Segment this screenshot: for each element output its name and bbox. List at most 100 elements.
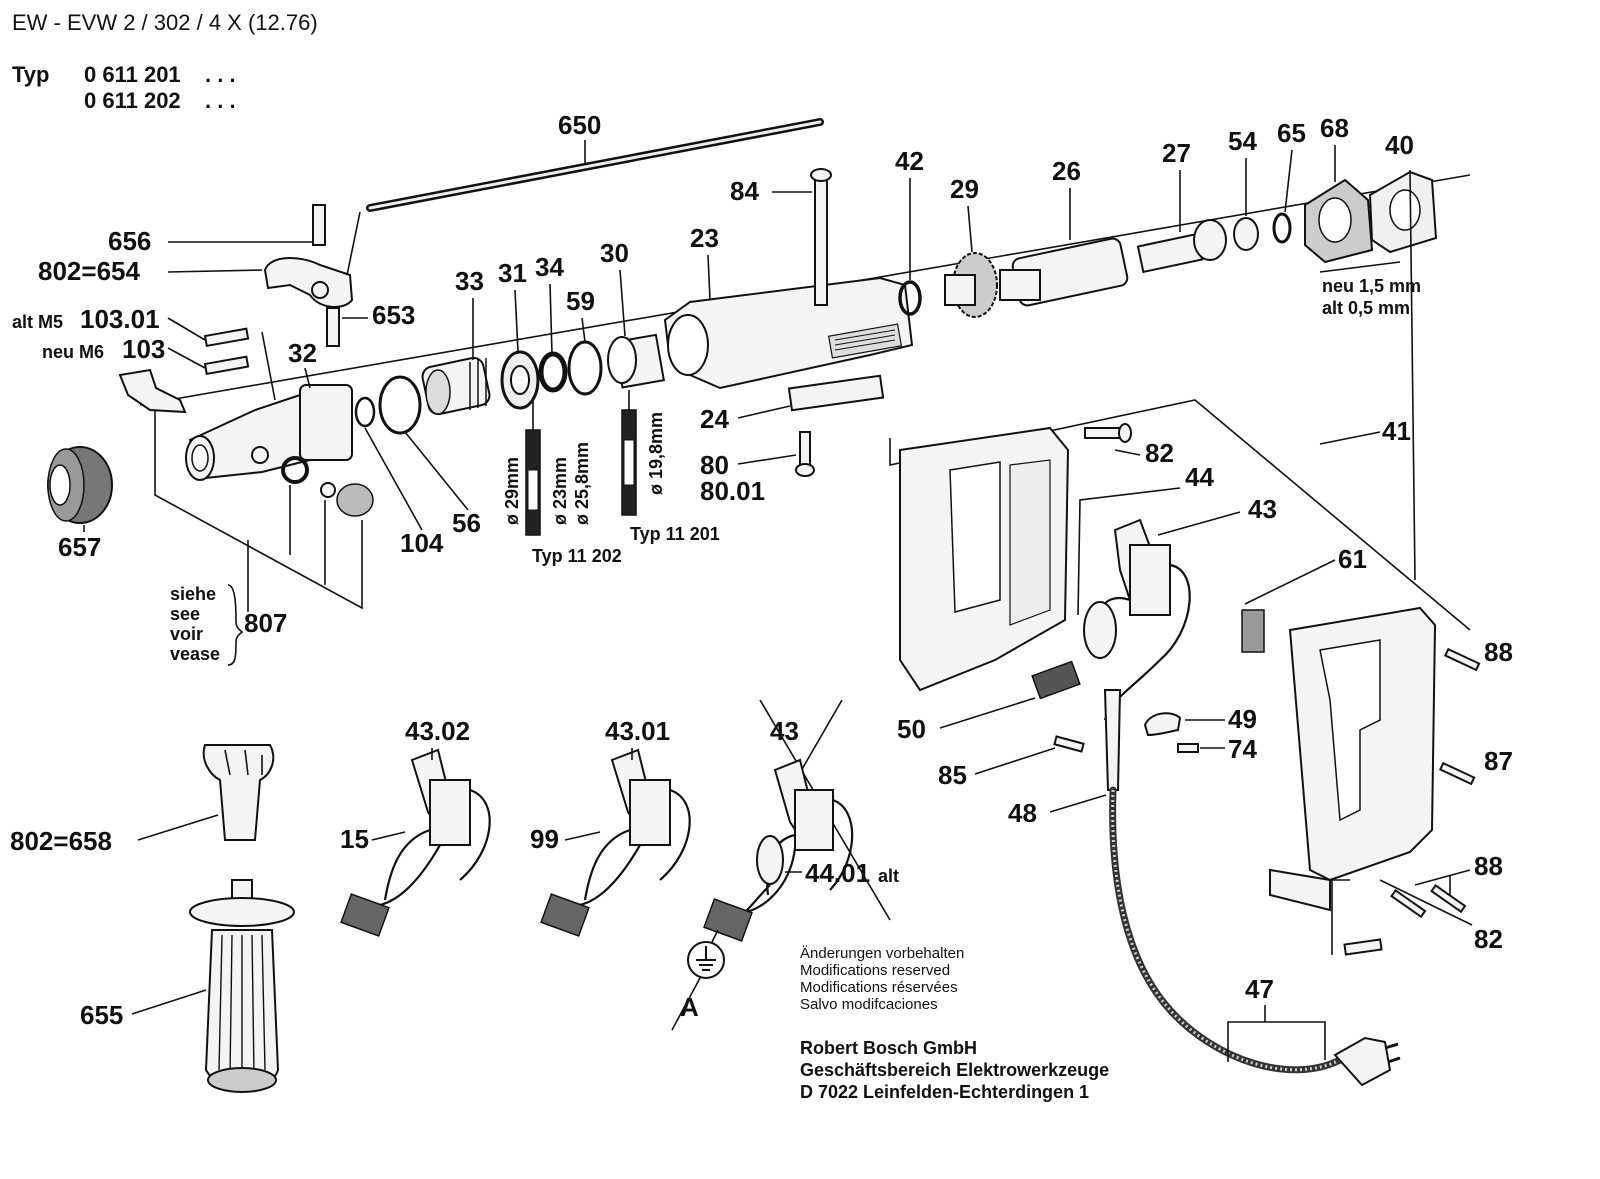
see-note-es: vease [170,644,220,664]
callout-103: 103 [122,334,165,364]
callout-15: 15 [340,824,369,854]
depth-stop-clamp [263,204,354,347]
ring-59 [567,340,603,396]
modifications-de: Änderungen vorbehalten [800,945,964,962]
company-name: Robert Bosch GmbH [800,1038,977,1058]
callout-59: 59 [566,286,595,316]
see-note-brace [227,584,244,666]
callout-802-654: 802=654 [38,256,140,286]
plate-40 [1368,170,1438,254]
callout-43-01: 43.01 [605,716,670,746]
leader-658 [137,814,219,841]
callout-43-02: 43.02 [405,716,470,746]
dim-19-8: ø 19,8mm [646,412,666,495]
callout-54: 54 [1228,126,1257,156]
bearing-27 [1136,219,1227,274]
callout-103-01: 103.01 [80,304,160,334]
modifications-fr: Modifications réservées [800,979,958,996]
callout-30: 30 [600,238,629,268]
callout-85: 85 [938,760,967,790]
leader-31 [514,289,519,353]
seal-parts-807 [154,410,374,612]
callout-65: 65 [1277,118,1306,148]
callout-34: 34 [535,252,564,282]
ground-symbol-icon [671,929,725,1031]
modifications-es: Salvo modifcaciones [800,996,938,1013]
gasket-68 [1304,178,1374,264]
callout-56: 56 [452,508,481,538]
callout-43: 43 [1248,494,1277,524]
leader-654 [167,269,263,273]
leader-82-top [1114,449,1141,456]
screws-88-bottom [1390,869,1471,919]
callout-656: 656 [108,226,151,256]
label-alt-m5: alt M5 [12,312,63,332]
see-note-de: siehe [170,584,216,604]
tool-holder-shank [118,368,187,414]
leader-655 [131,989,207,1015]
leader-80 [737,454,797,465]
leader-103 [167,347,206,369]
ring-104 [354,396,376,428]
plug-47 [1333,1036,1401,1087]
dim-23: ø 23mm [550,457,570,525]
clutch-33 [421,356,491,416]
leader-48 [1049,794,1107,813]
ring-34 [538,351,568,393]
screw-82-top [1084,423,1132,443]
handle-half-61 [1241,606,1437,912]
callout-43-variant: 43 [770,716,799,746]
side-handle-bracket-658 [202,744,275,841]
ring-42 [898,280,922,316]
leader-103-01 [167,317,206,341]
leader-99 [564,831,601,841]
label-44-01-alt: alt [878,866,899,886]
callout-82-top: 82 [1145,438,1174,468]
callout-33: 33 [455,266,484,296]
switch-43 [1083,518,1191,721]
leader-59 [581,317,586,343]
screws-103 [203,327,276,401]
leader-23 [707,254,711,301]
label-typ-11202: Typ 11 202 [532,546,622,566]
leader-44 [1077,487,1181,616]
part-24 [787,374,885,477]
ring-31 [500,350,540,410]
terminal-block-50 [1031,660,1081,700]
typ-dots-2: . . . [205,88,236,113]
leader-43 [1157,511,1241,536]
leader-41 [1319,431,1381,445]
leader-65 [1284,149,1293,213]
callout-88-top: 88 [1484,637,1513,667]
screw-88-top [1443,647,1481,672]
screw-74 [1177,743,1199,753]
dimension-pins [525,390,637,536]
ring-56 [378,375,422,435]
callout-48: 48 [1008,798,1037,828]
leader-30 [619,269,626,337]
callout-61: 61 [1338,544,1367,574]
armature-26 [999,237,1129,307]
callout-40: 40 [1385,130,1414,160]
callout-74: 74 [1228,734,1257,764]
callout-68: 68 [1320,113,1349,143]
callout-41: 41 [1382,416,1411,446]
see-note-fr: voir [170,624,203,644]
switch-variant-43-02 [340,748,491,937]
leader-34 [549,283,553,355]
callout-650: 650 [558,110,601,140]
callout-80: 80 [700,450,729,480]
callout-44-01: 44.01 [805,858,870,888]
callout-27: 27 [1162,138,1191,168]
leader-15 [371,831,406,841]
label-alt-0-5mm: alt 0,5 mm [1322,298,1410,318]
typ-number-1: 0 611 201 [84,62,181,87]
leader-82-bottom [1379,879,1473,926]
callout-31: 31 [498,258,527,288]
bushing-30 [607,333,666,389]
callout-802-658: 802=658 [10,826,112,856]
power-cord-48 [1103,689,1344,1074]
callout-24: 24 [700,404,729,434]
callout-104: 104 [400,528,444,558]
